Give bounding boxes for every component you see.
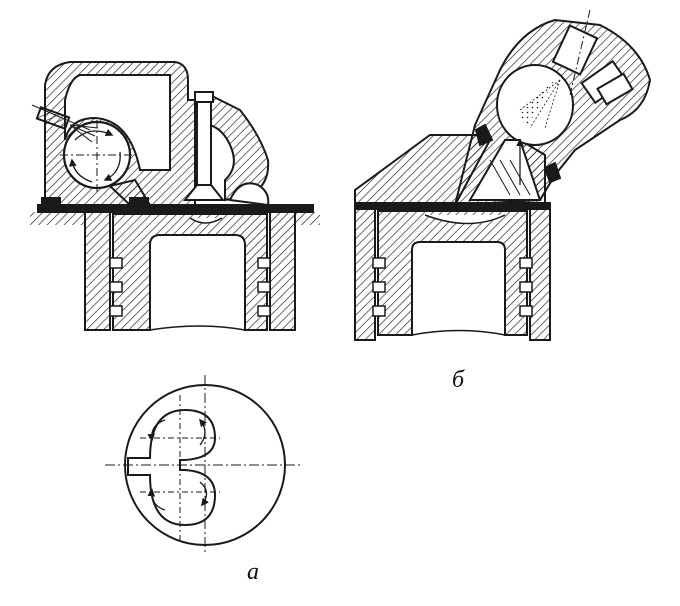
left-piston — [112, 213, 268, 331]
left-cylinder-wall-right — [269, 211, 296, 331]
right-head-gasket — [354, 202, 551, 210]
figure-label-a: а — [247, 559, 259, 585]
left-head-cavity — [64, 74, 171, 171]
right-cylinder-wall-left — [354, 208, 376, 341]
left-injector — [31, 104, 99, 143]
left-head-gasket — [37, 204, 314, 213]
piston-top-view — [105, 375, 300, 555]
left-valve-block — [209, 93, 270, 202]
swirl-recess — [127, 408, 217, 527]
right-piston-rings — [372, 257, 533, 317]
left-cylinder-wall-left — [84, 211, 111, 331]
right-engine-section — [354, 9, 652, 341]
left-valve — [182, 91, 226, 201]
left-piston-rings — [109, 257, 271, 317]
figure-label-b: б — [452, 367, 465, 393]
right-cylinder-wall-right — [529, 208, 551, 341]
right-piston — [377, 210, 528, 336]
right-injector — [519, 9, 628, 130]
left-engine-section — [30, 61, 320, 331]
